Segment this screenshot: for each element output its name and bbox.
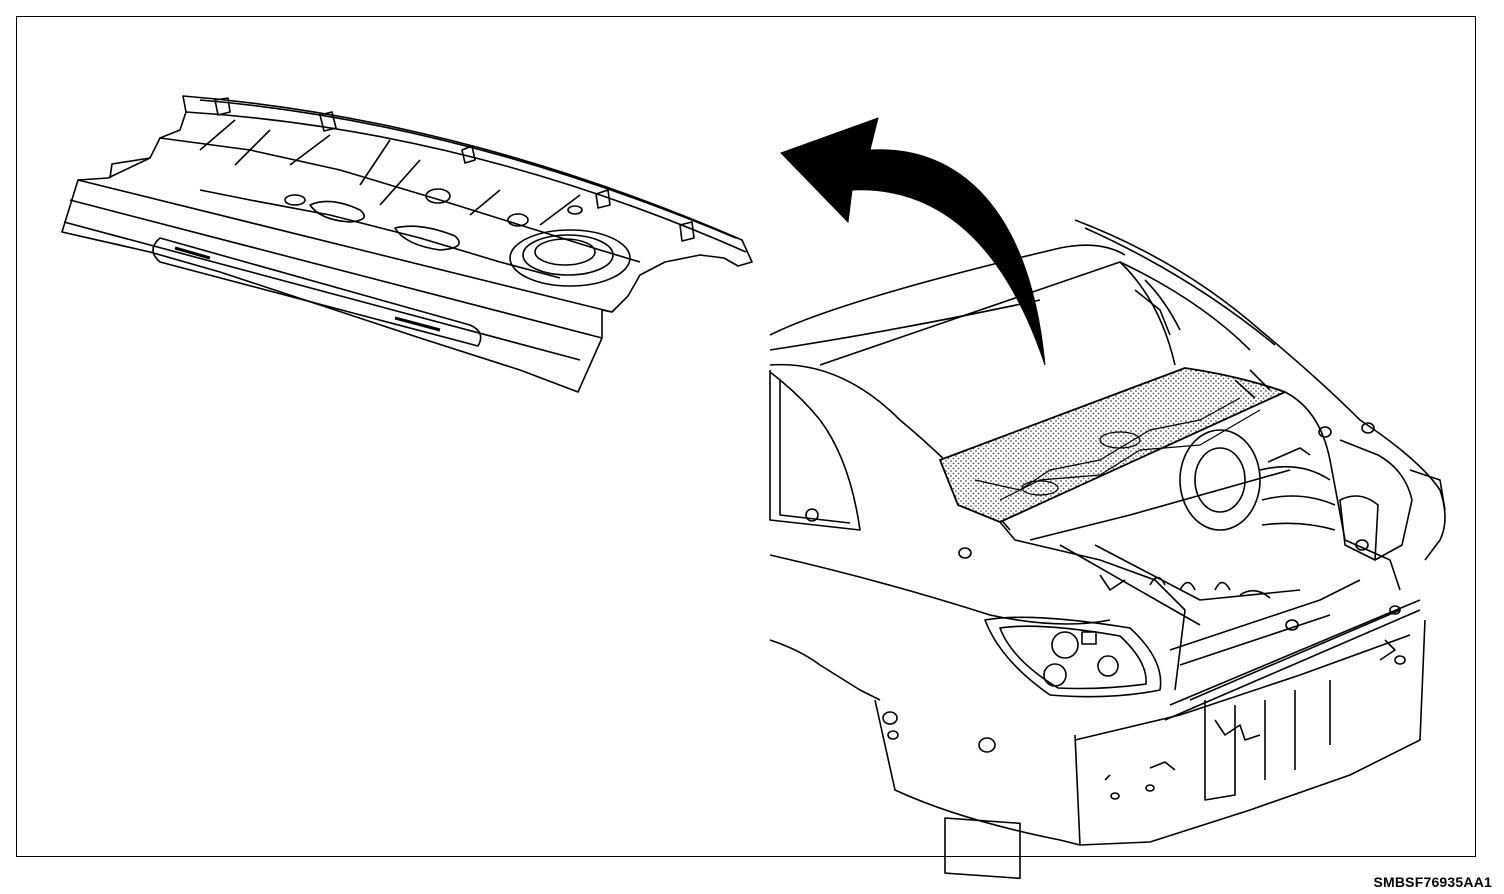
figure-reference-code: SMBSF76935AA1 bbox=[1373, 874, 1492, 890]
removal-arrow-icon bbox=[780, 117, 1046, 366]
vehicle-rear-body bbox=[769, 219, 1446, 880]
figure-frame bbox=[16, 16, 1476, 857]
rear-shelf-panel bbox=[61, 95, 753, 393]
parcel-shelf-highlight bbox=[939, 367, 1286, 523]
